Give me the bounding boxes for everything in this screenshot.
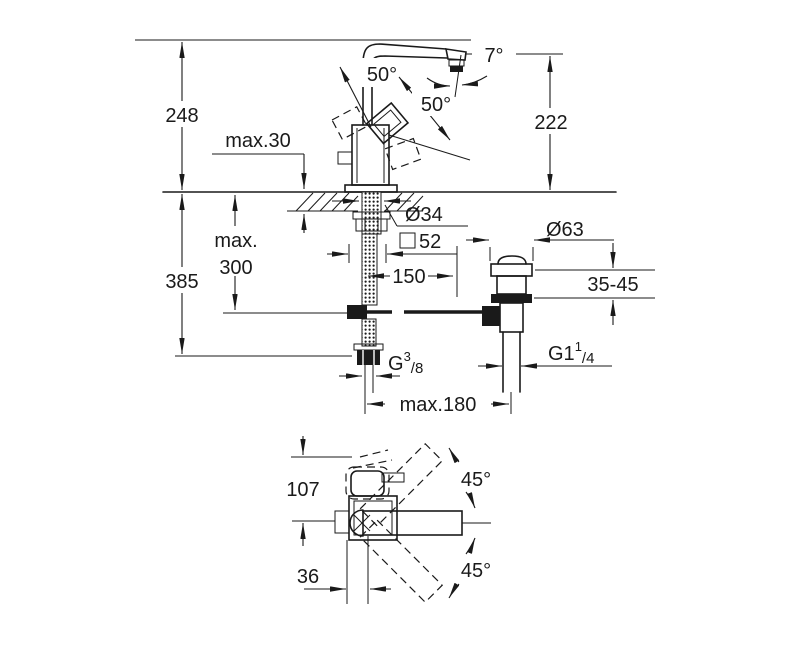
deck-hatching xyxy=(295,192,424,212)
square-symbol xyxy=(399,232,416,249)
dim-handle-swing-right-label: 50° xyxy=(421,94,451,116)
dim-supply-thread-label: G3/8 xyxy=(388,349,423,377)
dim-aerator-angle-label: 7° xyxy=(484,45,503,67)
dim-waste-flange-diameter: Ø63 xyxy=(466,219,614,261)
dim-spout-height: 222 xyxy=(527,56,575,190)
plan-spout-swivelled-down xyxy=(359,519,444,604)
dim-spout-height-label: 222 xyxy=(534,112,567,134)
dim-swivel-up: 45° xyxy=(448,447,491,509)
dim-plan-handle-depth: 107 xyxy=(286,436,352,546)
dim-swivel-down: 45° xyxy=(448,537,491,599)
spout-outlet xyxy=(444,48,467,61)
dim-supply-thread: G3/8 xyxy=(339,349,423,379)
dim-waste-distance: 150 xyxy=(368,266,453,288)
waste-flange xyxy=(490,263,533,277)
dim-hole-diameter: Ø34 xyxy=(332,198,468,227)
dim-waste-flange-diameter-label: Ø63 xyxy=(546,219,584,241)
dim-below-deck-height-label: 385 xyxy=(165,271,198,293)
supply-hose-upper xyxy=(361,233,378,306)
dim-total-height: 248 xyxy=(157,42,207,190)
supply-connector-nut xyxy=(357,350,380,365)
dim-aerator-angle: 7° xyxy=(426,42,563,98)
dim-handle-swing-left-label: 50° xyxy=(367,64,397,86)
aerator xyxy=(450,66,463,72)
dim-plan-handle-depth-label: 107 xyxy=(286,479,319,501)
dim-plan-spout-offset-label: 36 xyxy=(297,566,319,588)
waste-knob xyxy=(497,255,527,265)
dim-supply-reach-label: max.180 xyxy=(400,394,477,416)
mounting-nut xyxy=(355,218,388,232)
dim-mounting-depth: max. 300 xyxy=(206,195,347,314)
waste-rod-port xyxy=(482,306,500,326)
plan-view: 107 36 45° 45° xyxy=(286,436,491,604)
dim-below-deck-height: 385 xyxy=(157,194,352,357)
below-deck-assembly xyxy=(347,191,483,393)
dim-deck-thickness-label: max.30 xyxy=(225,130,291,152)
supply-hose-lower xyxy=(361,318,377,347)
dim-handle-swing-right: 50° xyxy=(398,76,460,141)
dim-mounting-depth-label2: 300 xyxy=(219,257,252,279)
pop-up-waste-assembly xyxy=(482,255,533,393)
dim-clamping-range: 35-45 xyxy=(534,243,655,325)
dim-mounting-depth-label1: max. xyxy=(214,230,257,252)
dim-total-height-label: 248 xyxy=(165,105,198,127)
plan-spout xyxy=(362,510,491,536)
waste-gasket xyxy=(491,294,532,303)
dim-waste-distance-label: 150 xyxy=(392,266,425,288)
dim-plan-spout-offset: 36 xyxy=(297,536,391,604)
rod-tee-connector xyxy=(347,305,367,319)
dim-swivel-up-label: 45° xyxy=(461,469,491,491)
plan-body xyxy=(334,495,398,541)
body-side-tab xyxy=(337,151,353,165)
dim-deck-thickness: max.30 xyxy=(212,130,307,233)
plan-spout-swivelled-up xyxy=(359,442,444,527)
dim-clamping-range-label: 35-45 xyxy=(587,274,638,296)
dim-hole-diameter-label: Ø34 xyxy=(405,204,443,226)
plan-side-tab xyxy=(334,510,350,534)
dim-swivel-down-label: 45° xyxy=(461,560,491,582)
plan-swivel-joint xyxy=(349,509,364,537)
plan-handle xyxy=(345,449,405,500)
dim-body-width: 52 xyxy=(327,231,458,297)
aerator-axis-line xyxy=(454,54,462,98)
dim-waste-thread-label: G11/4 xyxy=(548,339,594,367)
dim-waste-thread: G11/4 xyxy=(478,339,612,369)
dim-supply-reach: max.180 xyxy=(364,392,512,416)
base-flange xyxy=(344,184,398,193)
dim-body-width-label: 52 xyxy=(419,231,441,253)
side-view: 248 max.30 50° 50° 7° xyxy=(135,39,655,416)
